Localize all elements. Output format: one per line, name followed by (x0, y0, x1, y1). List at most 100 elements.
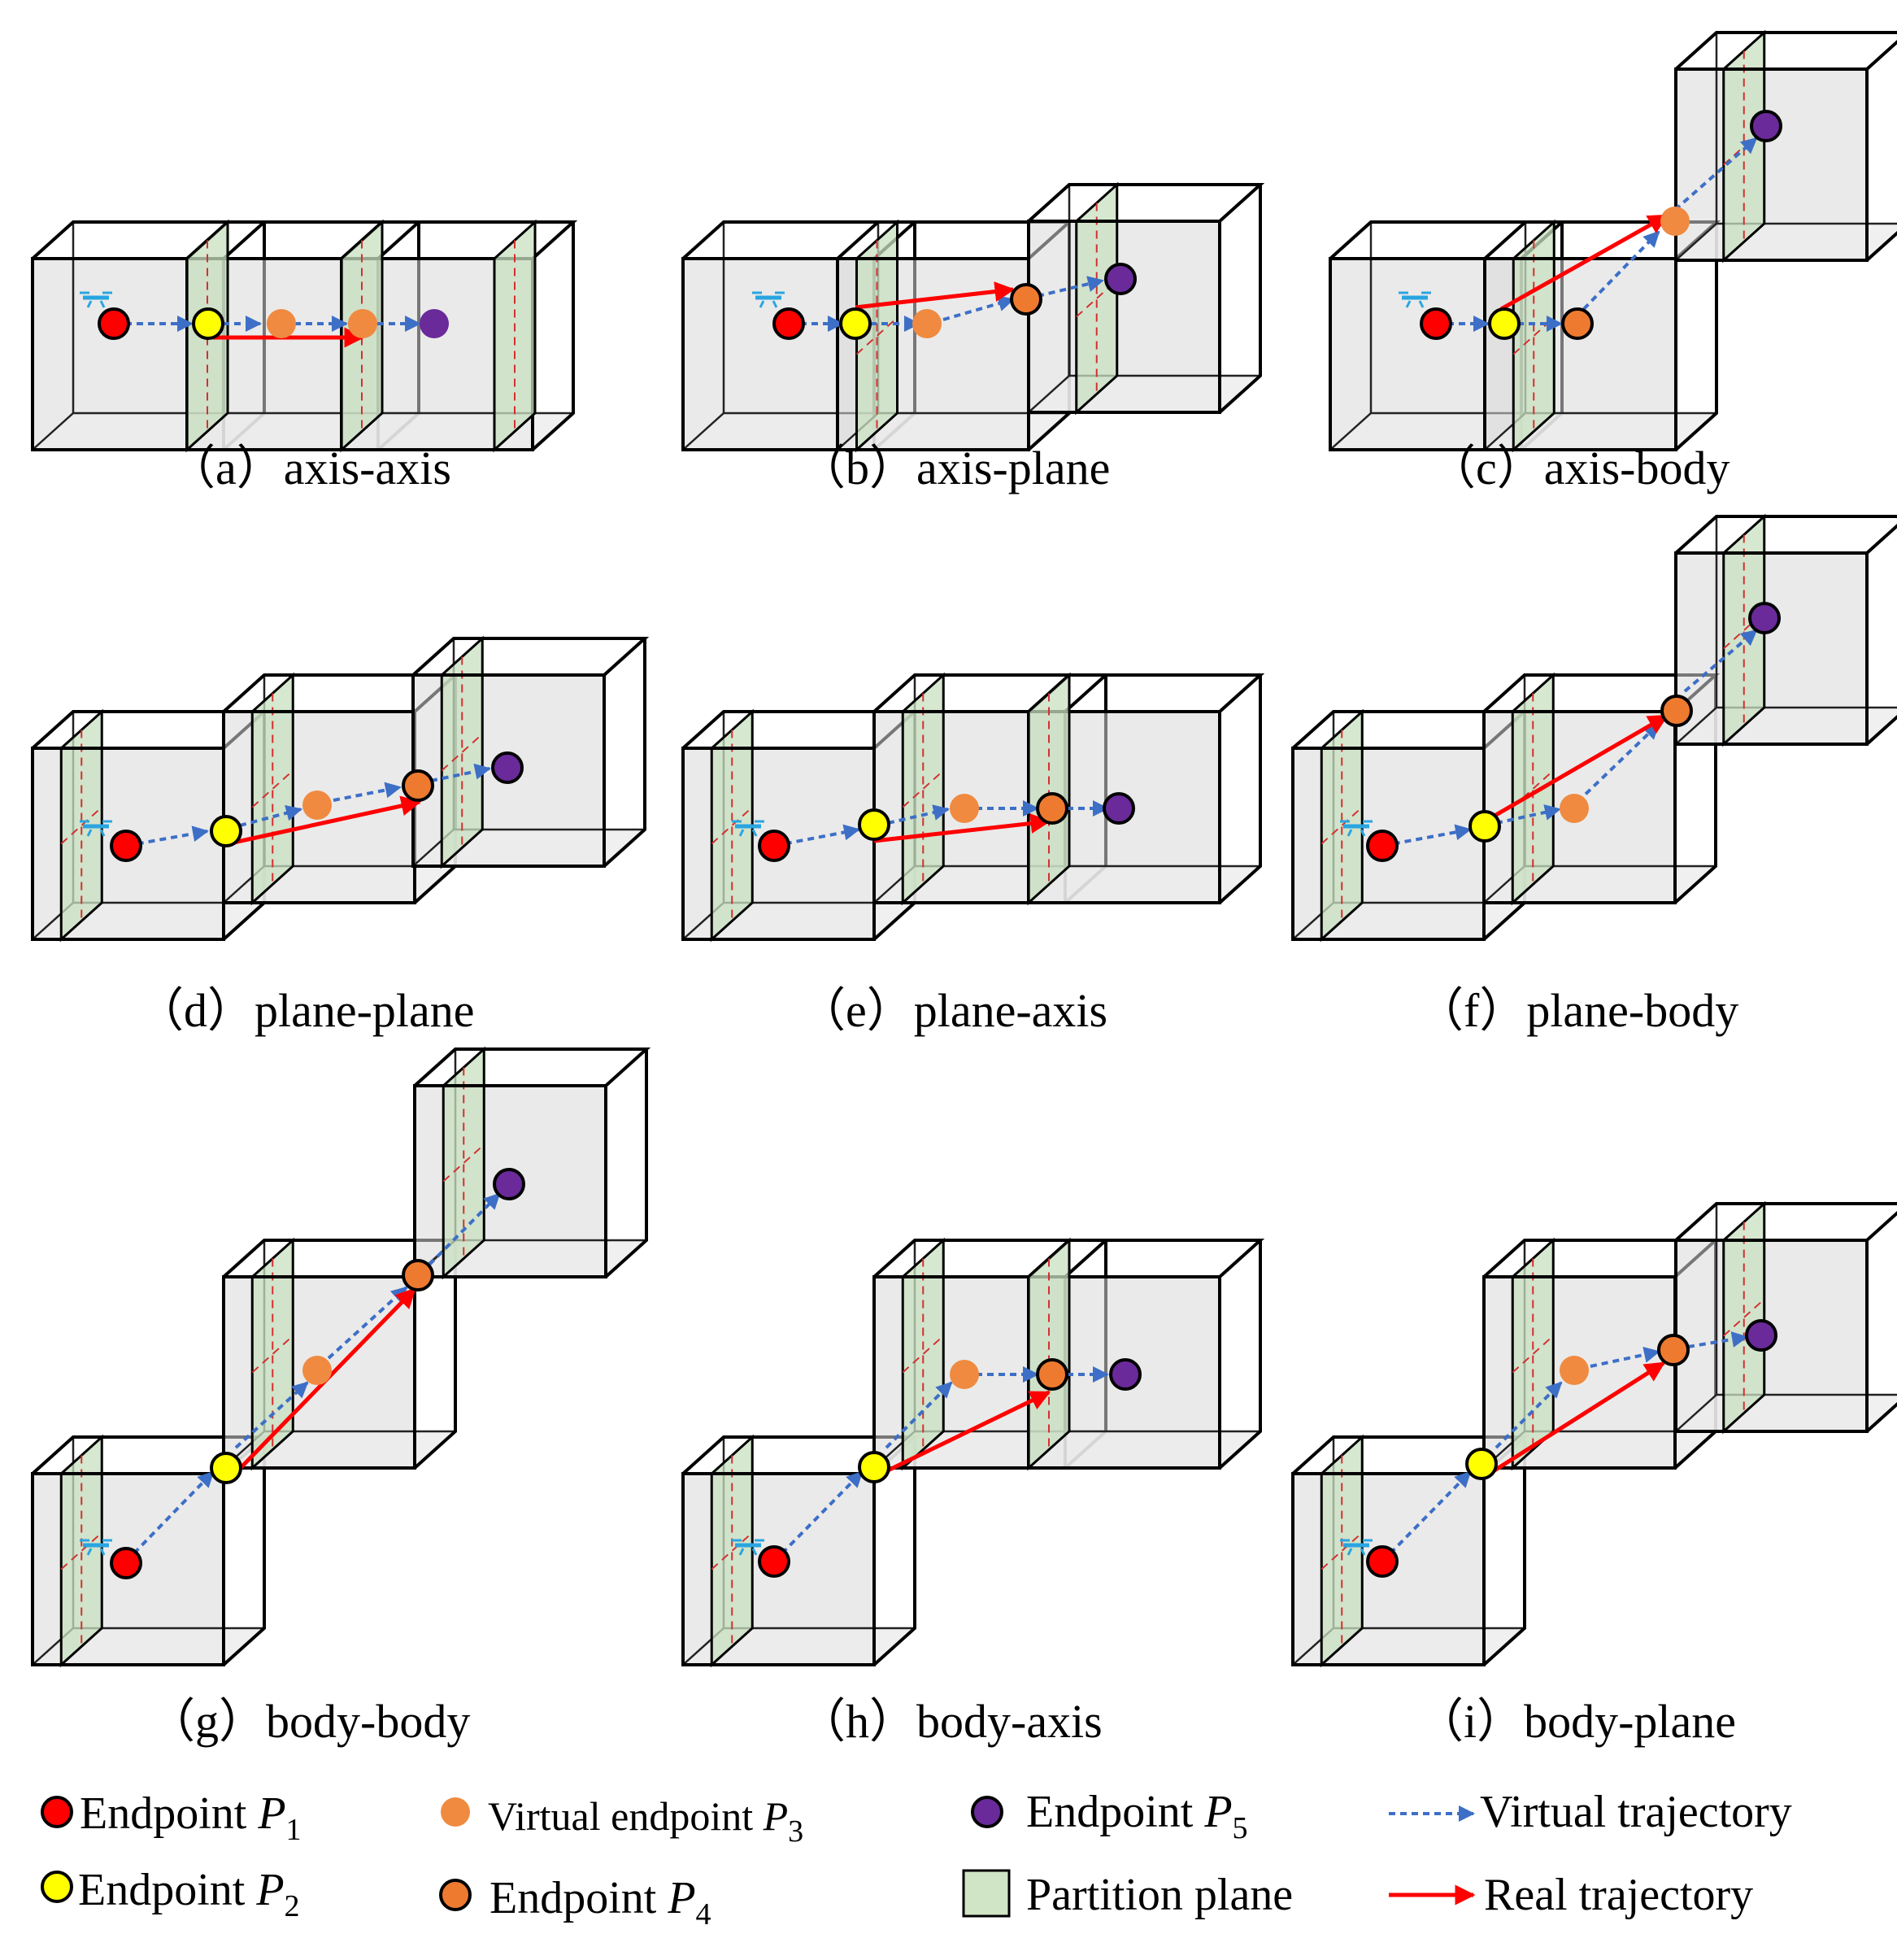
drone-icon-leg (86, 300, 93, 308)
virtual-trajectory (1381, 1470, 1472, 1563)
cube-top-edge (411, 637, 650, 677)
endpoint-p5 (493, 1168, 525, 1200)
endpoint-p5 (420, 309, 449, 338)
partition-plane (440, 635, 484, 869)
virtual-trajectory (327, 1286, 408, 1360)
drone-icon-leg (86, 829, 93, 837)
legend-p5-label: Endpoint (1026, 1787, 1204, 1837)
endpoint-p3 (348, 309, 377, 338)
cube-face (187, 259, 378, 450)
endpoint-p2 (192, 307, 224, 340)
cube-top-edge (1674, 1202, 1897, 1242)
cube-side-edge (872, 1437, 916, 1666)
legend-p2-sub: 2 (285, 1889, 300, 1923)
cube-top-edge (1027, 183, 1265, 223)
partition-grid-line (1512, 769, 1554, 808)
virtual-trajectory (1590, 1346, 1660, 1368)
endpoint-p4 (1561, 307, 1594, 340)
caption-b: （b）axis-plane (798, 442, 1110, 494)
endpoint-p4 (1660, 695, 1693, 727)
real-trajectory (225, 795, 422, 847)
virtual-trajectory (1576, 722, 1660, 804)
partition-plane (1512, 219, 1555, 453)
drone-icon (80, 820, 112, 837)
svg-text:Endpoint P4: Endpoint P4 (489, 1873, 711, 1932)
panel-c (1329, 29, 1897, 453)
drone-icon-leg (1405, 300, 1412, 308)
cube-side-edge (1865, 715, 1897, 746)
partition-plane (1722, 1200, 1766, 1435)
partition-grid-line (251, 1335, 294, 1374)
caption-i: （i）body-plane (1416, 1695, 1736, 1748)
endpoint-p5 (1109, 1358, 1142, 1391)
endpoint-p3 (267, 309, 296, 338)
drone-icon-leg (1360, 829, 1366, 837)
endpoint-p4 (1036, 792, 1068, 825)
legend-p2-label: Endpoint (78, 1865, 256, 1915)
cube-side-edge (604, 1049, 648, 1278)
cube-face (342, 259, 533, 450)
endpoint-p3 (1560, 794, 1589, 823)
partition-grid-line (60, 806, 102, 845)
endpoint-p3 (1660, 207, 1690, 236)
legend-p4-sub: 4 (696, 1897, 711, 1932)
partition-grid-line (60, 1531, 102, 1570)
legend-p5-var: P (1203, 1787, 1232, 1837)
cube-face (683, 259, 874, 450)
drone-icon-leg (86, 1548, 93, 1556)
endpoint-p1 (1420, 307, 1452, 340)
panel-i (1291, 1200, 1897, 1668)
cube-top-edge (31, 220, 269, 260)
caption-d: （d）plane-plane (137, 984, 475, 1037)
real-trajectory (886, 1390, 1051, 1473)
legend-plane: Partition plane (962, 1869, 1293, 1920)
drone-icon (732, 1539, 764, 1556)
drone-icon (732, 820, 764, 837)
drone-icon-leg (99, 1548, 106, 1556)
endpoint-p3 (950, 1360, 979, 1389)
endpoint-p4 (402, 769, 434, 802)
endpoint-p1 (1366, 1545, 1399, 1578)
panels (31, 29, 1897, 1668)
cube-side-edge (222, 1437, 266, 1666)
virtual-trajectory (430, 763, 491, 782)
drone-icon (1340, 820, 1373, 837)
legend-p4-label: Endpoint (489, 1873, 668, 1923)
endpoint-p4 (1657, 1334, 1690, 1366)
endpoint-p2 (210, 1452, 242, 1484)
partition-plane (59, 708, 103, 943)
partition-grid-line (441, 733, 483, 772)
endpoint-p2 (858, 808, 890, 841)
real-trajectory (873, 813, 1051, 843)
endpoint-p5 (1750, 110, 1782, 142)
legend-p3-label: Virtual endpoint (488, 1793, 764, 1839)
partition-grid-line (902, 1335, 944, 1374)
partition-plane (1075, 181, 1119, 416)
partition-plane (493, 219, 537, 453)
endpoint-p1 (772, 307, 805, 340)
endpoint-p2 (839, 307, 872, 340)
svg-text:Endpoint P2: Endpoint P2 (78, 1865, 300, 1923)
partition-plane (59, 1434, 103, 1668)
legend-p1: Endpoint P1 (41, 1788, 302, 1847)
partition-plane (710, 1434, 754, 1668)
drone-icon-leg (751, 829, 758, 837)
panel-e (681, 672, 1265, 943)
legend-p4-marker (439, 1879, 472, 1911)
real-trajectory (1493, 1361, 1666, 1473)
endpoint-p3 (302, 791, 332, 820)
partition-grid-line (1723, 1298, 1765, 1337)
legend-p4-var: P (667, 1873, 695, 1923)
drone-icon-leg (1418, 300, 1425, 308)
caption-h: （h）body-axis (798, 1695, 1103, 1748)
cube-side-edge (1674, 222, 1718, 451)
real-trajectory (855, 281, 1016, 310)
endpoint-p1 (758, 830, 790, 862)
endpoint-p3 (302, 1356, 332, 1385)
cube-side-edge (1865, 231, 1897, 262)
cube-side-edge (531, 222, 575, 451)
legend-p4: Endpoint P4 (439, 1873, 711, 1932)
endpoint-p1 (110, 1547, 142, 1579)
legend-p3: Virtual endpoint P3 (441, 1793, 803, 1849)
drone-icon-leg (1347, 829, 1353, 837)
